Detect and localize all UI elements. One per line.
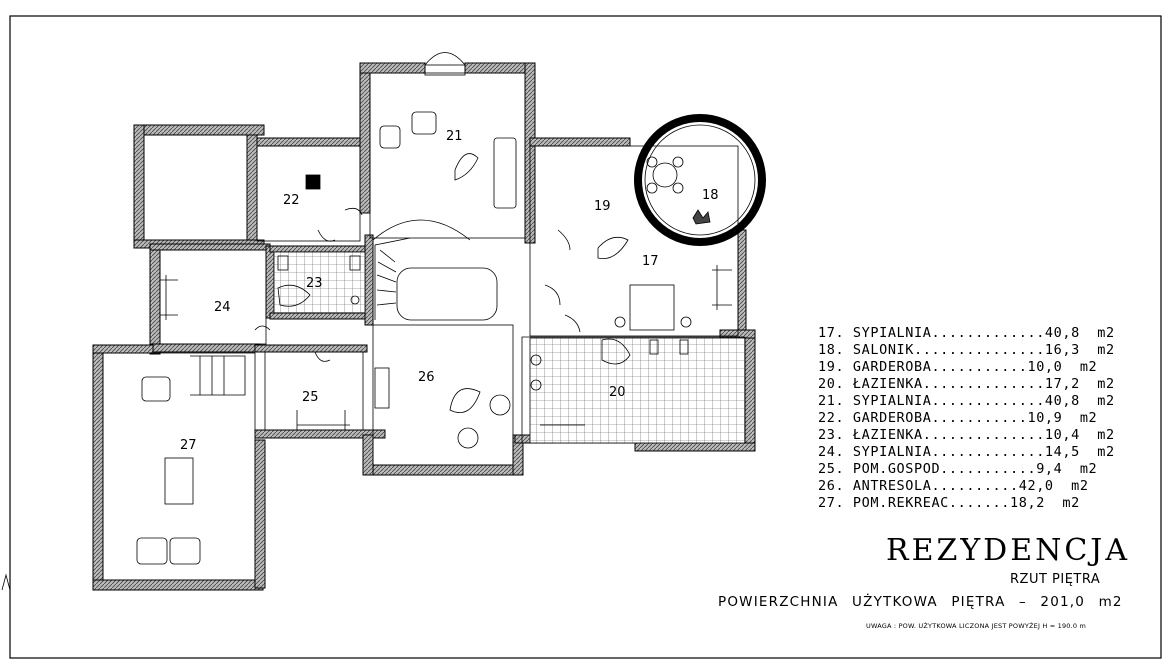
room-legend: 17. SYPIALNIA.............40,8 m2 18. SA… — [818, 325, 1118, 512]
room-number-25: 25 — [302, 390, 319, 405]
bathroom-tiles-20 — [529, 337, 746, 444]
footnote: UWAGA : POW. UŻYTKOWA LICZONA JEST POWYŻ… — [866, 622, 1087, 630]
room-labels: 17 18 19 20 21 22 23 24 25 26 27 — [180, 129, 719, 453]
room-number-27: 27 — [180, 438, 197, 453]
legend-row-19: 19. GARDEROBA...........10,0 m2 — [818, 359, 1098, 375]
legend-row-20: 20. ŁAZIENKA..............17,2 m2 — [818, 376, 1115, 392]
room-number-24: 24 — [214, 300, 231, 315]
legend-row-22: 22. GARDEROBA...........10,9 m2 — [818, 410, 1098, 426]
legend-row-17: 17. SYPIALNIA.............40,8 m2 — [818, 325, 1115, 341]
room-number-21: 21 — [446, 129, 463, 144]
room-outlines — [102, 52, 756, 581]
legend-row-26: 26. ANTRESOLA..........42,0 m2 — [818, 478, 1089, 494]
room-number-23: 23 — [306, 276, 323, 291]
drawing-subtitle: RZUT PIĘTRA — [1010, 572, 1101, 587]
room-number-18: 18 — [702, 188, 719, 203]
room-number-19: 19 — [594, 199, 611, 214]
legend-row-21: 21. SYPIALNIA.............40,8 m2 — [818, 393, 1115, 409]
legend-row-23: 23. ŁAZIENKA..............10,4 m2 — [818, 427, 1115, 443]
room-number-22: 22 — [283, 193, 300, 208]
drawing-title: REZYDENCJA — [886, 533, 1130, 568]
furniture — [136, 111, 757, 565]
north-arrow-fragment — [1, 573, 11, 591]
legend-row-27: 27. POM.REKREAC.......18,2 m2 — [818, 495, 1080, 511]
room-number-26: 26 — [418, 370, 435, 385]
sheet-frame — [9, 15, 1162, 659]
legend-row-18: 18. SALONIK...............16,3 m2 — [818, 342, 1115, 358]
legend-row-25: 25. POM.GOSPOD...........9,4 m2 — [818, 461, 1098, 477]
legend-row-24: 24. SYPIALNIA.............14,5 m2 — [818, 444, 1115, 460]
walls — [92, 62, 766, 591]
room-number-17: 17 — [642, 254, 659, 269]
staircase — [190, 219, 498, 396]
room-number-20: 20 — [609, 385, 626, 400]
usable-area-line: POWIERZCHNIA UŻYTKOWA PIĘTRA – 201,0 m2 — [718, 594, 1123, 610]
